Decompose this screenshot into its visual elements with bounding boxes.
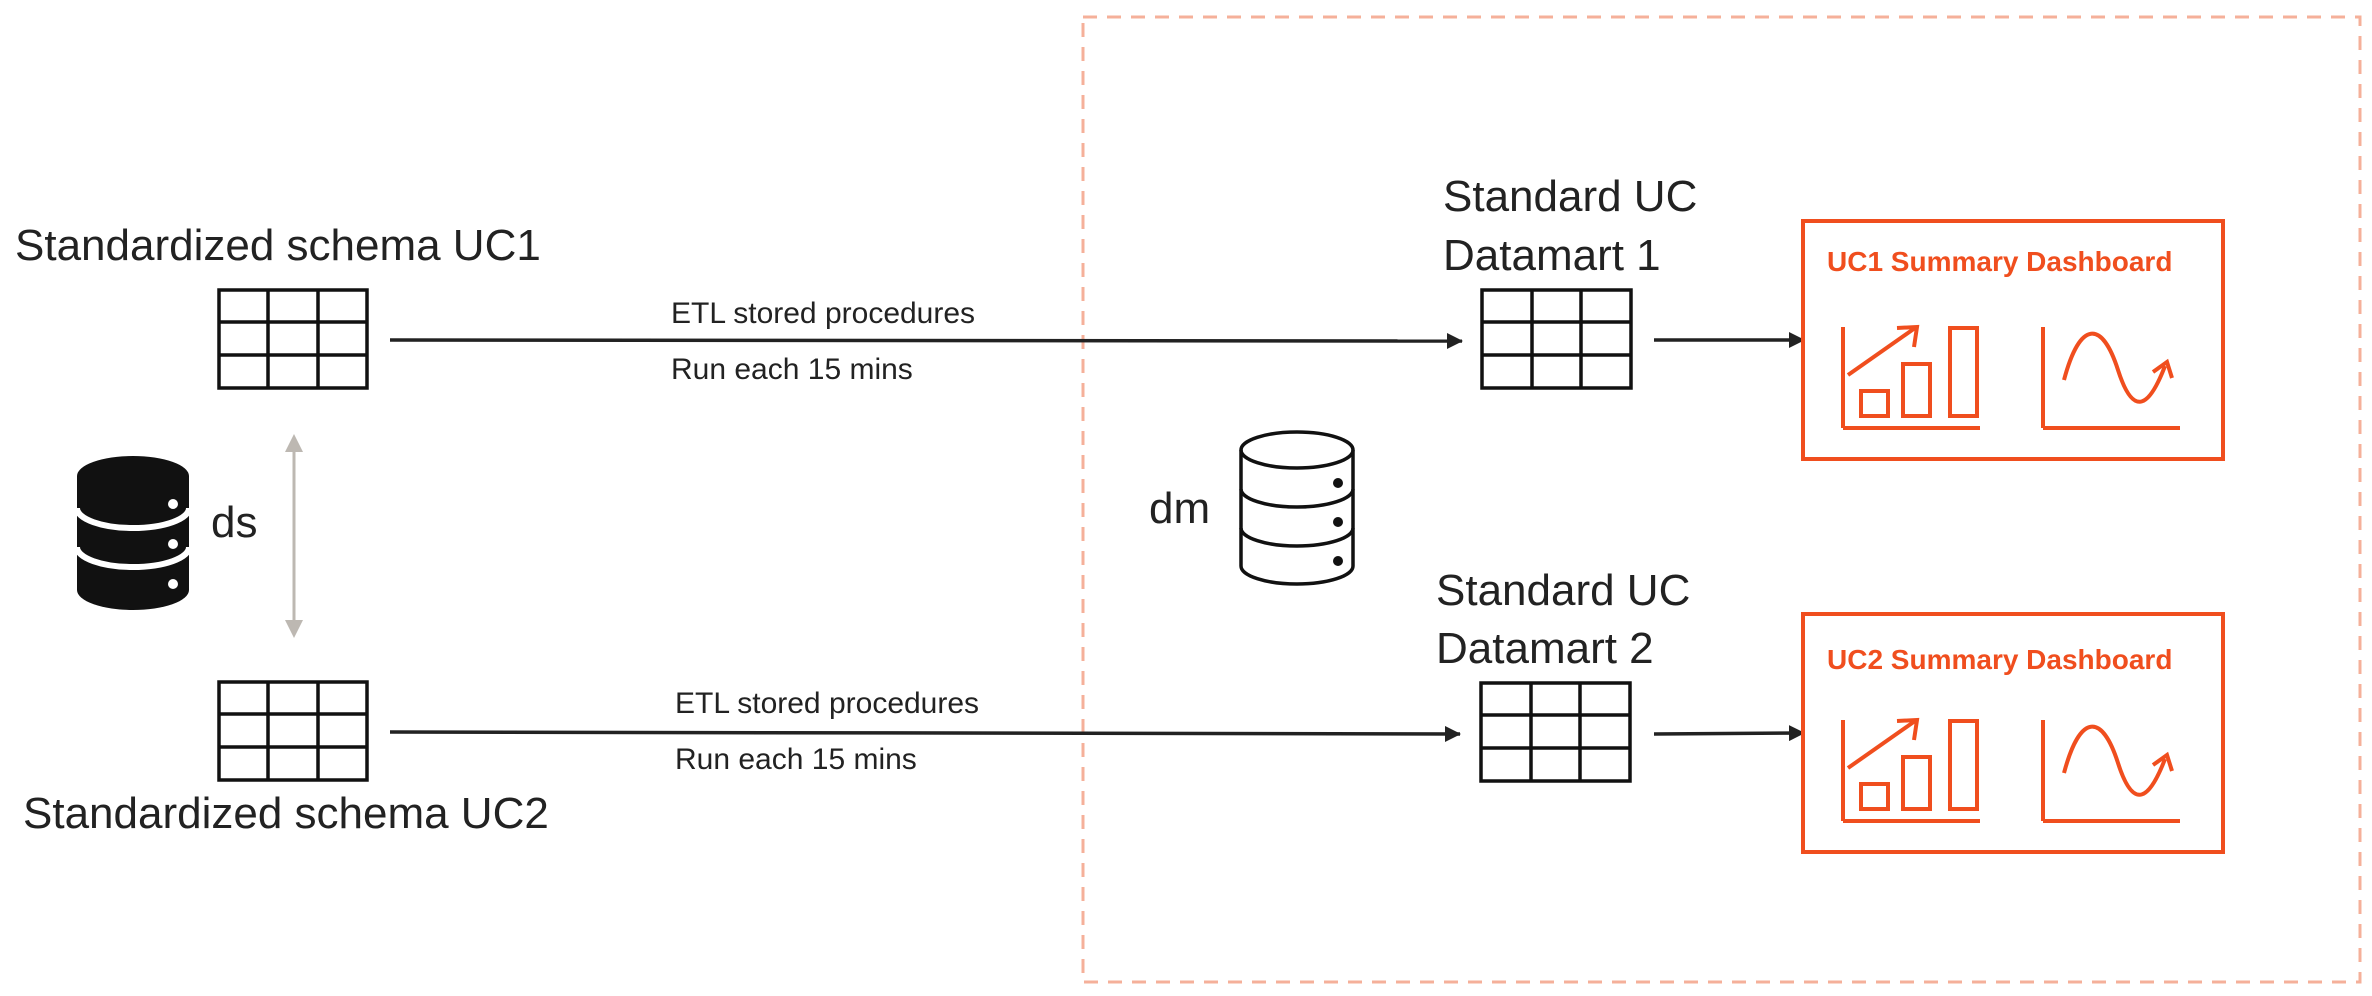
database-outline-icon-dots (1333, 478, 1343, 566)
datamart-title-line1: Standard UC (1443, 172, 1698, 221)
publish-arrow (1653, 725, 1805, 742)
datamart-title-line1: Standard UC (1436, 566, 1691, 615)
source-title-uc2: Standardized schema UC2 (23, 789, 549, 838)
dashboard-box (1801, 219, 2225, 461)
datamart-title-line2: Datamart 1 (1443, 231, 1661, 280)
etl-label: ETL stored procedures (675, 687, 980, 720)
database-outline-icon (1239, 430, 1355, 586)
datamart-title-line2: Datamart 2 (1436, 624, 1654, 673)
dashboard-title: UC2 Summary Dashboard (1827, 644, 2173, 675)
line-chart-wave-icon (2041, 720, 2180, 823)
table-icon (1479, 681, 1632, 783)
etl-arrow (389, 332, 1463, 349)
dashboard-title: UC1 Summary Dashboard (1827, 246, 2173, 277)
etl-label: ETL stored procedures (671, 297, 976, 330)
table-icon (217, 288, 369, 390)
etl-arrow (389, 725, 1461, 742)
dm-label: dm (1149, 484, 1211, 533)
table-icon (217, 680, 369, 782)
database-icon (74, 456, 192, 610)
bar-chart-growth-icon (1841, 717, 1980, 823)
dashboard-box (1801, 612, 2225, 854)
datamart-region (1081, 15, 2362, 984)
source-title-uc1: Standardized schema UC1 (15, 221, 541, 270)
bar-chart-growth-icon (1841, 324, 1980, 430)
etl-schedule: Run each 15 mins (671, 353, 913, 386)
line-chart-wave-icon (2041, 327, 2180, 430)
table-icon (1480, 288, 1633, 390)
ds-label: ds (211, 498, 258, 547)
sync-arrow (285, 434, 303, 638)
etl-schedule: Run each 15 mins (675, 743, 917, 776)
